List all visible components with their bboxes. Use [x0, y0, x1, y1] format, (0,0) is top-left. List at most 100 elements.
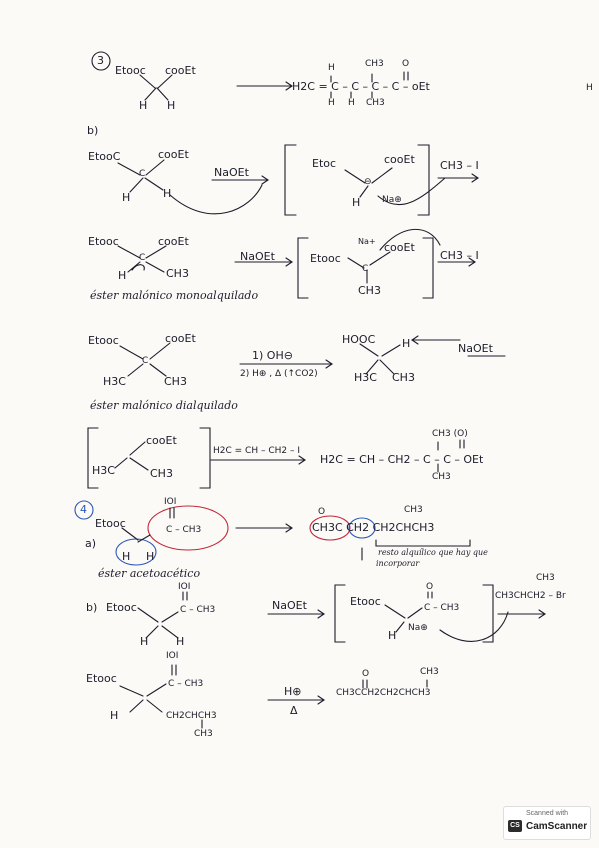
- s4a-product-formula: CH3C CH2 CH2CHCH3: [312, 521, 435, 534]
- row3-product-h: H: [402, 337, 411, 350]
- row3-product-ch3: CH3: [392, 371, 415, 384]
- s4a-reactant-oxygen: IOI: [164, 497, 177, 507]
- s3-bonds: [139, 74, 173, 101]
- s4a-note-line-2: incorporar: [376, 559, 420, 568]
- watermark-line-1: Scanned with: [526, 810, 569, 817]
- b2-intermediate-left: Etooc: [350, 595, 381, 608]
- final-bonds: [119, 664, 203, 729]
- row2-intermediate-ch3: CH3: [358, 284, 381, 297]
- s3-product-formula: H2C = C – C – C – C – oEt: [292, 80, 430, 93]
- row3-product-h3c: H3C: [354, 371, 377, 384]
- row2-intermediate-na: Na+: [358, 237, 376, 246]
- row3-reactant-right: cooEt: [165, 332, 196, 345]
- b2-intermediate-oxygen: O: [426, 582, 434, 592]
- s3-product-bot-h2: H: [348, 98, 355, 108]
- s3-product-oxygen: O: [402, 59, 410, 69]
- row3-bonds: [119, 342, 171, 377]
- final-condition-heat: Δ: [290, 704, 298, 717]
- camscanner-logo-icon: CS: [508, 820, 522, 832]
- b2-reactant-acyl: C – CH3: [180, 605, 216, 615]
- s3-reactant-right: cooEt: [165, 64, 196, 77]
- b-reactant-c: C: [139, 169, 146, 179]
- b2-intermediate-h: H: [388, 629, 397, 642]
- row3-condition-1: 1) OH⊖: [252, 349, 293, 362]
- part-b-label: b): [87, 124, 99, 137]
- alkyl-brace: [375, 539, 471, 547]
- b2-alkyl-top: CH3: [536, 573, 555, 583]
- final-condition-acid: H⊕: [284, 685, 302, 698]
- final-reactant-h: H: [110, 709, 119, 722]
- row2-sn2-arrow: [379, 228, 441, 251]
- row4-alkyl-halide: H2C = CH – CH2 – I: [213, 446, 300, 456]
- row2-reactant-left: Etooc: [88, 235, 119, 248]
- row2-reagent: NaOEt: [240, 250, 275, 263]
- s3-reactant-h2: H: [167, 99, 176, 112]
- s4a-caption: éster acetoacético: [98, 567, 201, 580]
- row4-bracket-left: [87, 427, 99, 489]
- final-reactant-oxygen: IOI: [166, 651, 179, 661]
- final-product-oxygen: O: [362, 669, 370, 679]
- part-b2-label: b): [86, 601, 98, 614]
- final-reactant-ch3: CH3: [194, 729, 213, 739]
- b-curved-arrow: [169, 184, 263, 215]
- s4a-reactant-left: Etooc: [95, 517, 126, 530]
- part-a-label: a): [85, 537, 97, 550]
- s4a-reactant-acyl: C – CH3: [166, 525, 202, 535]
- row4-intermediate-right: cooEt: [146, 434, 177, 447]
- s3-reactant-left: Etooc: [115, 64, 146, 77]
- final-reactant-chain: CH2CHCH3: [166, 711, 217, 721]
- row4-product-bottom: CH3: [432, 472, 451, 482]
- row2-reactant-h: H: [118, 269, 127, 282]
- row4-intermediate-ch3: CH3: [150, 467, 173, 480]
- b-bracket-right: [417, 144, 430, 216]
- b2-bonds: [137, 591, 188, 639]
- row2-reactant-right: cooEt: [158, 235, 189, 248]
- row3-reactant-h3c: H3C: [103, 375, 126, 388]
- acyl-group-highlight: [147, 505, 229, 551]
- product-methylene-highlight: [348, 517, 376, 539]
- row2-reactant-ch3: CH3: [166, 267, 189, 280]
- row2-intermediate-c: C: [362, 264, 369, 274]
- b2-reactant-h1: H: [140, 635, 149, 648]
- row2-bracket-right: [422, 237, 434, 299]
- s4a-bonds: [121, 507, 175, 543]
- s3-right-edge-h: H: [586, 83, 593, 93]
- s3-product-bonds: [330, 71, 409, 99]
- section-4-circle: [74, 500, 94, 520]
- row2-intermediate-right: cooEt: [384, 241, 415, 254]
- b-intermediate-bonds: [344, 167, 393, 198]
- b-intermediate-left: Etoc: [312, 157, 337, 170]
- row3-product-left: HOOC: [342, 333, 376, 346]
- final-product-formula: CH3CCH2CH2CHCH3: [336, 688, 431, 698]
- row3-naoet: NaOEt: [458, 342, 493, 355]
- s3-product-bot-h1: H: [328, 98, 335, 108]
- b2-bracket-left: [334, 584, 346, 643]
- s4a-product-oxygen: O: [318, 507, 326, 517]
- s3-product-bot-ch3: CH3: [366, 98, 385, 108]
- b2-intermediate-na: Na⊕: [408, 623, 428, 633]
- b2-reactant-left: Etooc: [106, 601, 137, 614]
- s3-product-top-h: H: [328, 63, 335, 73]
- product-acyl-highlight: [309, 515, 351, 541]
- row2-deprotonation-arrow: [131, 264, 145, 271]
- row3-reactant-c: C: [142, 356, 149, 366]
- row2-caption: éster malónico monoalquilado: [90, 289, 259, 302]
- b-bracket-left: [284, 144, 297, 216]
- row3-reactant-left: Etooc: [88, 334, 119, 347]
- b-reactant-bonds: [117, 159, 165, 193]
- b2-reagent: NaOEt: [272, 599, 307, 612]
- row3-condition-2: 2) H⊕ , Δ (↑CO2): [240, 369, 318, 379]
- row4-intermediate-h3c: H3C: [92, 464, 115, 477]
- b2-intermediate-acyl: C – CH3: [424, 603, 460, 613]
- b-reagent: NaOEt: [214, 166, 249, 179]
- row2-bonds: [117, 245, 167, 273]
- b-intermediate-right: cooEt: [384, 153, 415, 166]
- row3-product-bonds: [359, 343, 401, 375]
- section-4-number: 4: [80, 503, 87, 516]
- row2-reactant-c: C: [139, 253, 146, 263]
- section-3-number: 3: [97, 54, 104, 67]
- final-reactant-acyl: C – CH3: [168, 679, 204, 689]
- b2-bracket-right: [482, 584, 494, 643]
